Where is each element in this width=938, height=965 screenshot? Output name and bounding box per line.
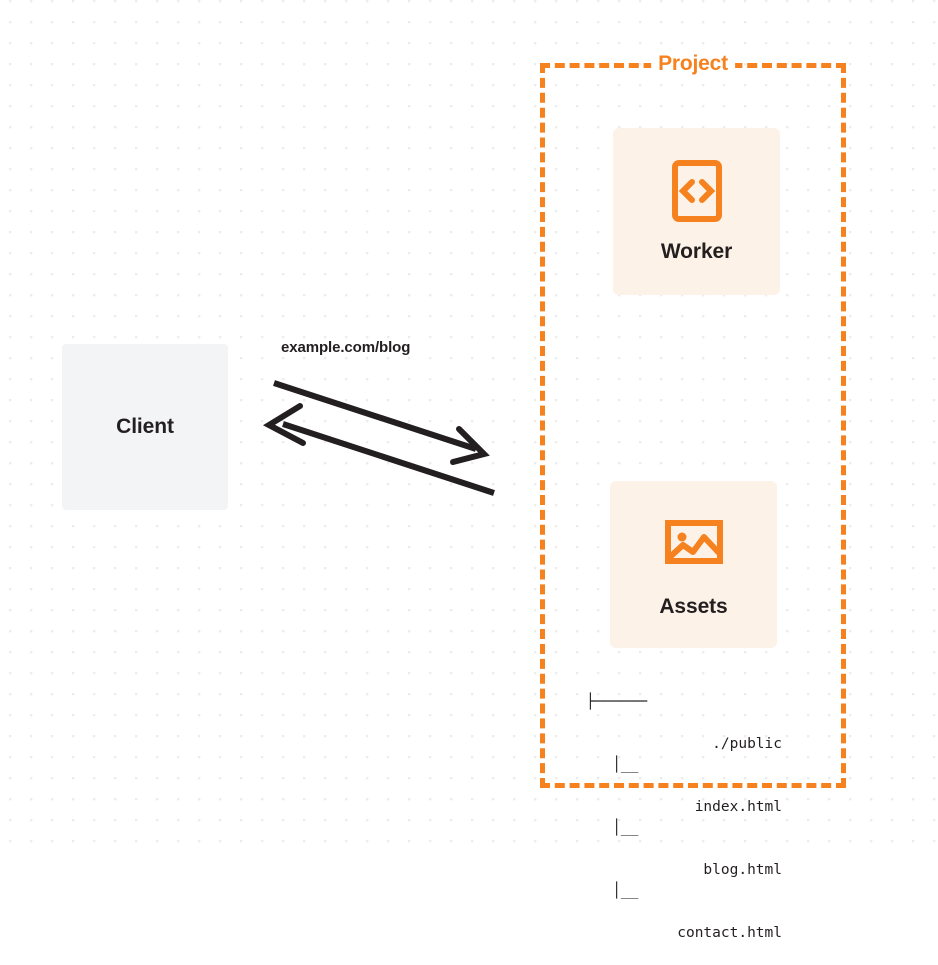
assets-label: Assets bbox=[659, 594, 728, 618]
tree-branch-glyph: │__ bbox=[586, 820, 639, 836]
project-title: Project bbox=[651, 52, 735, 76]
file-tree-item: │__ index.html bbox=[586, 755, 782, 815]
request-url-label: example.com/blog bbox=[281, 339, 411, 356]
response-arrow bbox=[262, 403, 495, 496]
code-brackets-icon bbox=[671, 159, 722, 222]
file-tree-item-name: blog.html bbox=[703, 862, 782, 878]
file-tree-root-name: ./public bbox=[712, 736, 782, 752]
file-tree-item: │__ contact.html bbox=[586, 881, 782, 941]
tree-branch-glyph: │__ bbox=[586, 757, 639, 773]
request-arrow bbox=[273, 380, 490, 465]
diagram-canvas: Client example.com/blog Project Worker bbox=[0, 0, 938, 941]
worker-card[interactable]: Worker bbox=[613, 128, 780, 295]
assets-file-tree: ├────── ./public │__ index.html │__ blog… bbox=[586, 650, 782, 944]
project-container: Project bbox=[540, 52, 846, 788]
tree-branch-glyph: ├────── bbox=[586, 694, 648, 710]
image-icon bbox=[664, 519, 723, 564]
assets-card[interactable]: Assets bbox=[610, 481, 777, 648]
file-tree-item-name: contact.html bbox=[677, 925, 782, 941]
client-node: Client bbox=[62, 344, 228, 510]
file-tree-item-name: index.html bbox=[694, 799, 782, 815]
file-tree-item: │__ blog.html bbox=[586, 818, 782, 878]
worker-label: Worker bbox=[660, 239, 733, 263]
file-tree-root-row: ├────── ./public bbox=[586, 692, 782, 752]
tree-branch-glyph: │__ bbox=[586, 883, 639, 899]
client-label: Client bbox=[116, 415, 174, 438]
